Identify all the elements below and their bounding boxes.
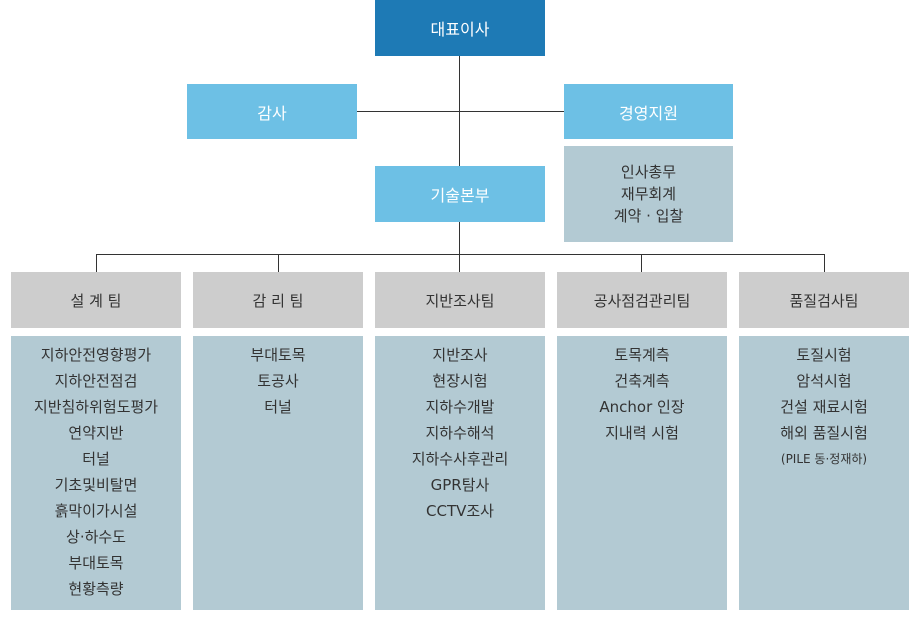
audit-box: 감사 [187,84,357,139]
team-item: 지하수개발 [425,398,495,416]
support-item: 인사총무 [620,163,677,181]
team-item: 터널 [264,398,292,416]
team-item: 상·하수도 [66,528,126,546]
team-item: 부대토목 [250,346,306,364]
team-body-ground-survey: 지반조사 현장시험 지하수개발 지하수해석 지하수사후관리 GPR탐사 CCTV… [375,336,545,610]
team-item: 지하안전영향평가 [40,346,152,364]
team-header-design: 설 계 팀 [11,272,181,328]
team-item: 건설 재료시험 [780,398,868,416]
team-header-construction-inspection: 공사점검관리팀 [557,272,727,328]
team-body-construction-inspection: 토목계측 건축계측 Anchor 인장 지내력 시험 [557,336,727,610]
team-item: 지내력 시험 [605,424,679,442]
management-support-items: 인사총무 재무회계 계약 · 입찰 [564,146,733,242]
tech-division-box: 기술본부 [375,166,545,222]
team-item: 연약지반 [68,424,124,442]
team-item: CCTV조사 [426,502,494,520]
team-item: 부대토목 [68,554,124,572]
ceo-box: 대표이사 [375,0,545,56]
team-item: 토목계측 [614,346,670,364]
team-item: Anchor 인장 [599,398,685,416]
connector-team-2 [278,254,279,272]
support-item: 계약 · 입찰 [613,207,684,225]
team-item: 토공사 [257,372,299,390]
team-item: 지하안전점검 [54,372,138,390]
connector-division-to-teams [459,222,460,254]
management-support-box: 경영지원 [564,84,733,139]
team-item: 토질시험 [796,346,852,364]
team-item: 지반조사 [432,346,488,364]
team-item: 건축계측 [614,372,670,390]
team-body-quality-testing: 토질시험 암석시험 건설 재료시험 해외 품질시험 (PILE 동·정재하) [739,336,909,610]
team-header-quality-testing: 품질검사팀 [739,272,909,328]
team-item-note: (PILE 동·정재하) [780,452,868,466]
connector-team-4 [641,254,642,272]
team-item: 암석시험 [796,372,852,390]
connector-team-3 [459,254,460,272]
team-item: 현황측량 [68,580,124,598]
connector-team-1 [96,254,97,272]
team-item: GPR탐사 [430,476,490,494]
connector-team-5 [824,254,825,272]
connector-teams-bar [96,254,824,255]
team-header-supervision: 감 리 팀 [193,272,363,328]
team-item: 지하수사후관리 [411,450,509,468]
team-item: 지하수해석 [425,424,495,442]
team-body-design: 지하안전영향평가 지하안전점검 지반침하위험도평가 연약지반 터널 기초및비탈면… [11,336,181,610]
team-body-supervision: 부대토목 토공사 터널 [193,336,363,610]
team-item: 지반침하위험도평가 [33,398,159,416]
team-item: 흙막이가시설 [54,502,138,520]
support-item: 재무회계 [620,185,677,203]
connector-audit-management [357,111,564,112]
team-item: 해외 품질시험 [780,424,868,442]
team-item: 현장시험 [432,372,488,390]
team-item: 기초및비탈면 [54,476,138,494]
team-item: 터널 [82,450,110,468]
team-header-ground-survey: 지반조사팀 [375,272,545,328]
